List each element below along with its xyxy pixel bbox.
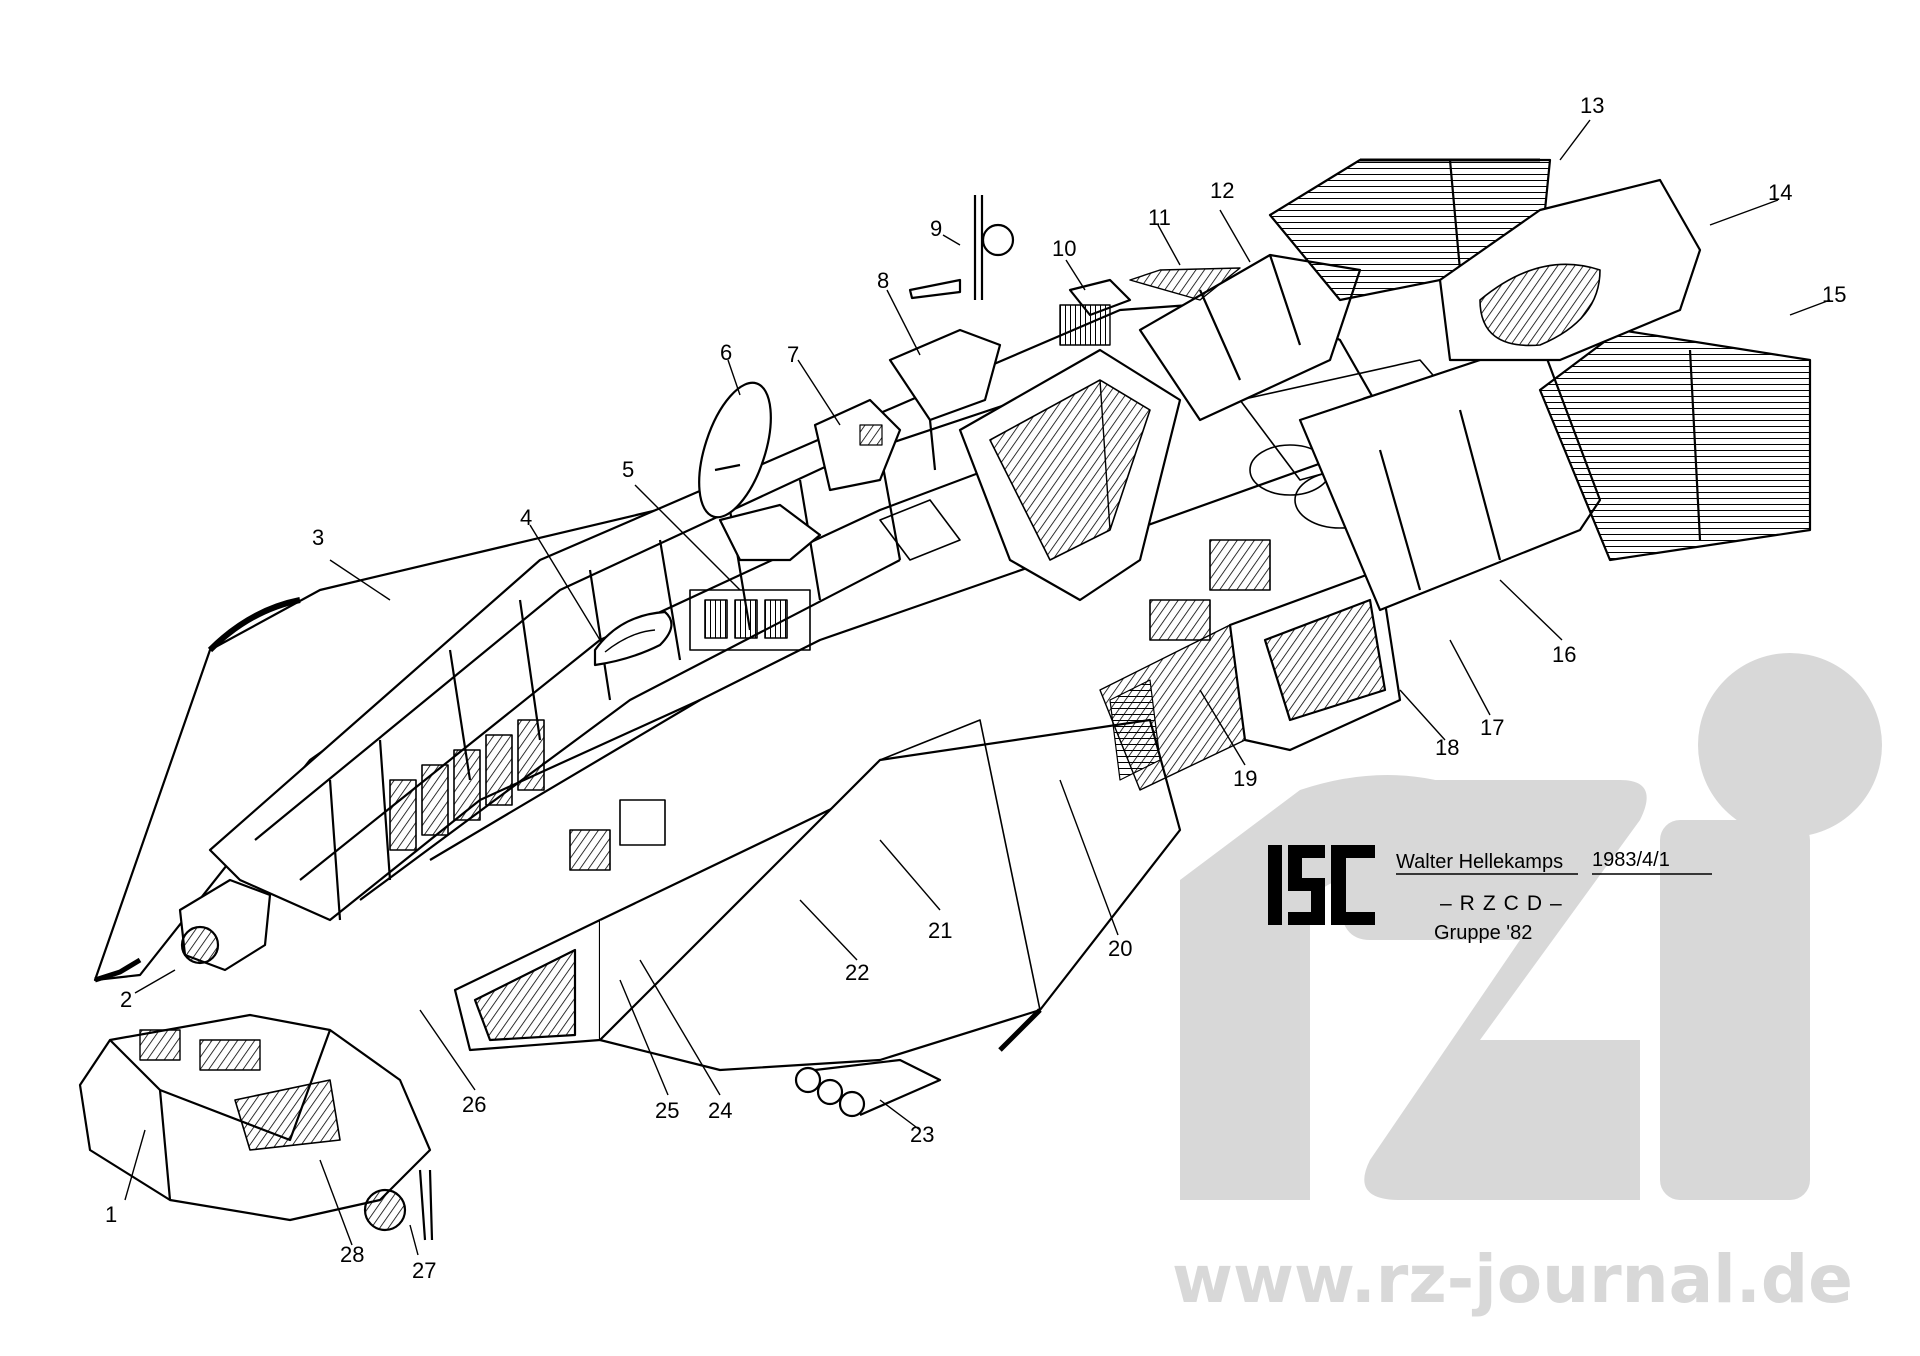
callout-5: 5 xyxy=(622,457,634,482)
isc-logo xyxy=(1268,845,1375,925)
dish-antenna xyxy=(698,381,822,562)
callout-22: 22 xyxy=(845,960,869,985)
crew-consoles xyxy=(389,499,961,871)
missile-pod xyxy=(794,1058,942,1118)
watermark-url: www.rz-journal.de xyxy=(1172,1241,1853,1318)
ship-cutaway xyxy=(78,158,1812,1241)
thruster-block-lower xyxy=(1538,328,1812,562)
callout-26: 26 xyxy=(462,1092,486,1117)
callout-13: 13 xyxy=(1580,93,1604,118)
callout-17: 17 xyxy=(1480,715,1504,740)
callout-28: 28 xyxy=(340,1242,364,1267)
callout-2: 2 xyxy=(120,987,132,1012)
callout-4: 4 xyxy=(520,505,532,530)
callout-3: 3 xyxy=(312,525,324,550)
callout-18: 18 xyxy=(1435,735,1459,760)
callout-19: 19 xyxy=(1233,766,1257,791)
callout-10: 10 xyxy=(1052,236,1076,261)
top-fin xyxy=(1129,267,1241,301)
watermark-logo xyxy=(1180,653,1882,1200)
engine-machinery xyxy=(1149,359,1481,641)
callout-24: 24 xyxy=(708,1098,732,1123)
capsule xyxy=(593,610,673,667)
callout-numbers: 1 2 3 4 5 6 7 8 9 10 11 12 13 14 15 16 1… xyxy=(105,93,1846,1283)
credit-date: 1983/4/1 xyxy=(1592,849,1670,871)
callout-14: 14 xyxy=(1768,180,1792,205)
callout-6: 6 xyxy=(720,340,732,365)
callout-23: 23 xyxy=(910,1122,934,1147)
callout-8: 8 xyxy=(877,268,889,293)
mast-antenna xyxy=(908,195,1015,300)
module-7 xyxy=(813,398,902,492)
callout-20: 20 xyxy=(1108,936,1132,961)
callout-12: 12 xyxy=(1210,178,1234,203)
credit-group-name: Gruppe '82 xyxy=(1434,922,1532,944)
callout-27: 27 xyxy=(412,1258,436,1283)
callout-16: 16 xyxy=(1552,642,1576,667)
credit-author: Walter Hellekamps xyxy=(1396,851,1563,873)
landing-wheel xyxy=(363,1188,407,1232)
callout-15: 15 xyxy=(1822,282,1846,307)
callout-9: 9 xyxy=(930,216,942,241)
callout-25: 25 xyxy=(655,1098,679,1123)
upper-nacelle xyxy=(1138,253,1362,422)
credit-group-code: –RZCD– xyxy=(1440,892,1570,915)
leader-lines xyxy=(124,119,1831,1256)
callout-21: 21 xyxy=(928,918,952,943)
callout-11: 11 xyxy=(1148,205,1171,230)
callout-7: 7 xyxy=(787,342,799,367)
credit-block: Walter Hellekamps 1983/4/1 –RZCD– Gruppe… xyxy=(1268,845,1712,944)
module-8 xyxy=(888,328,1002,422)
callout-1: 1 xyxy=(105,1202,117,1227)
